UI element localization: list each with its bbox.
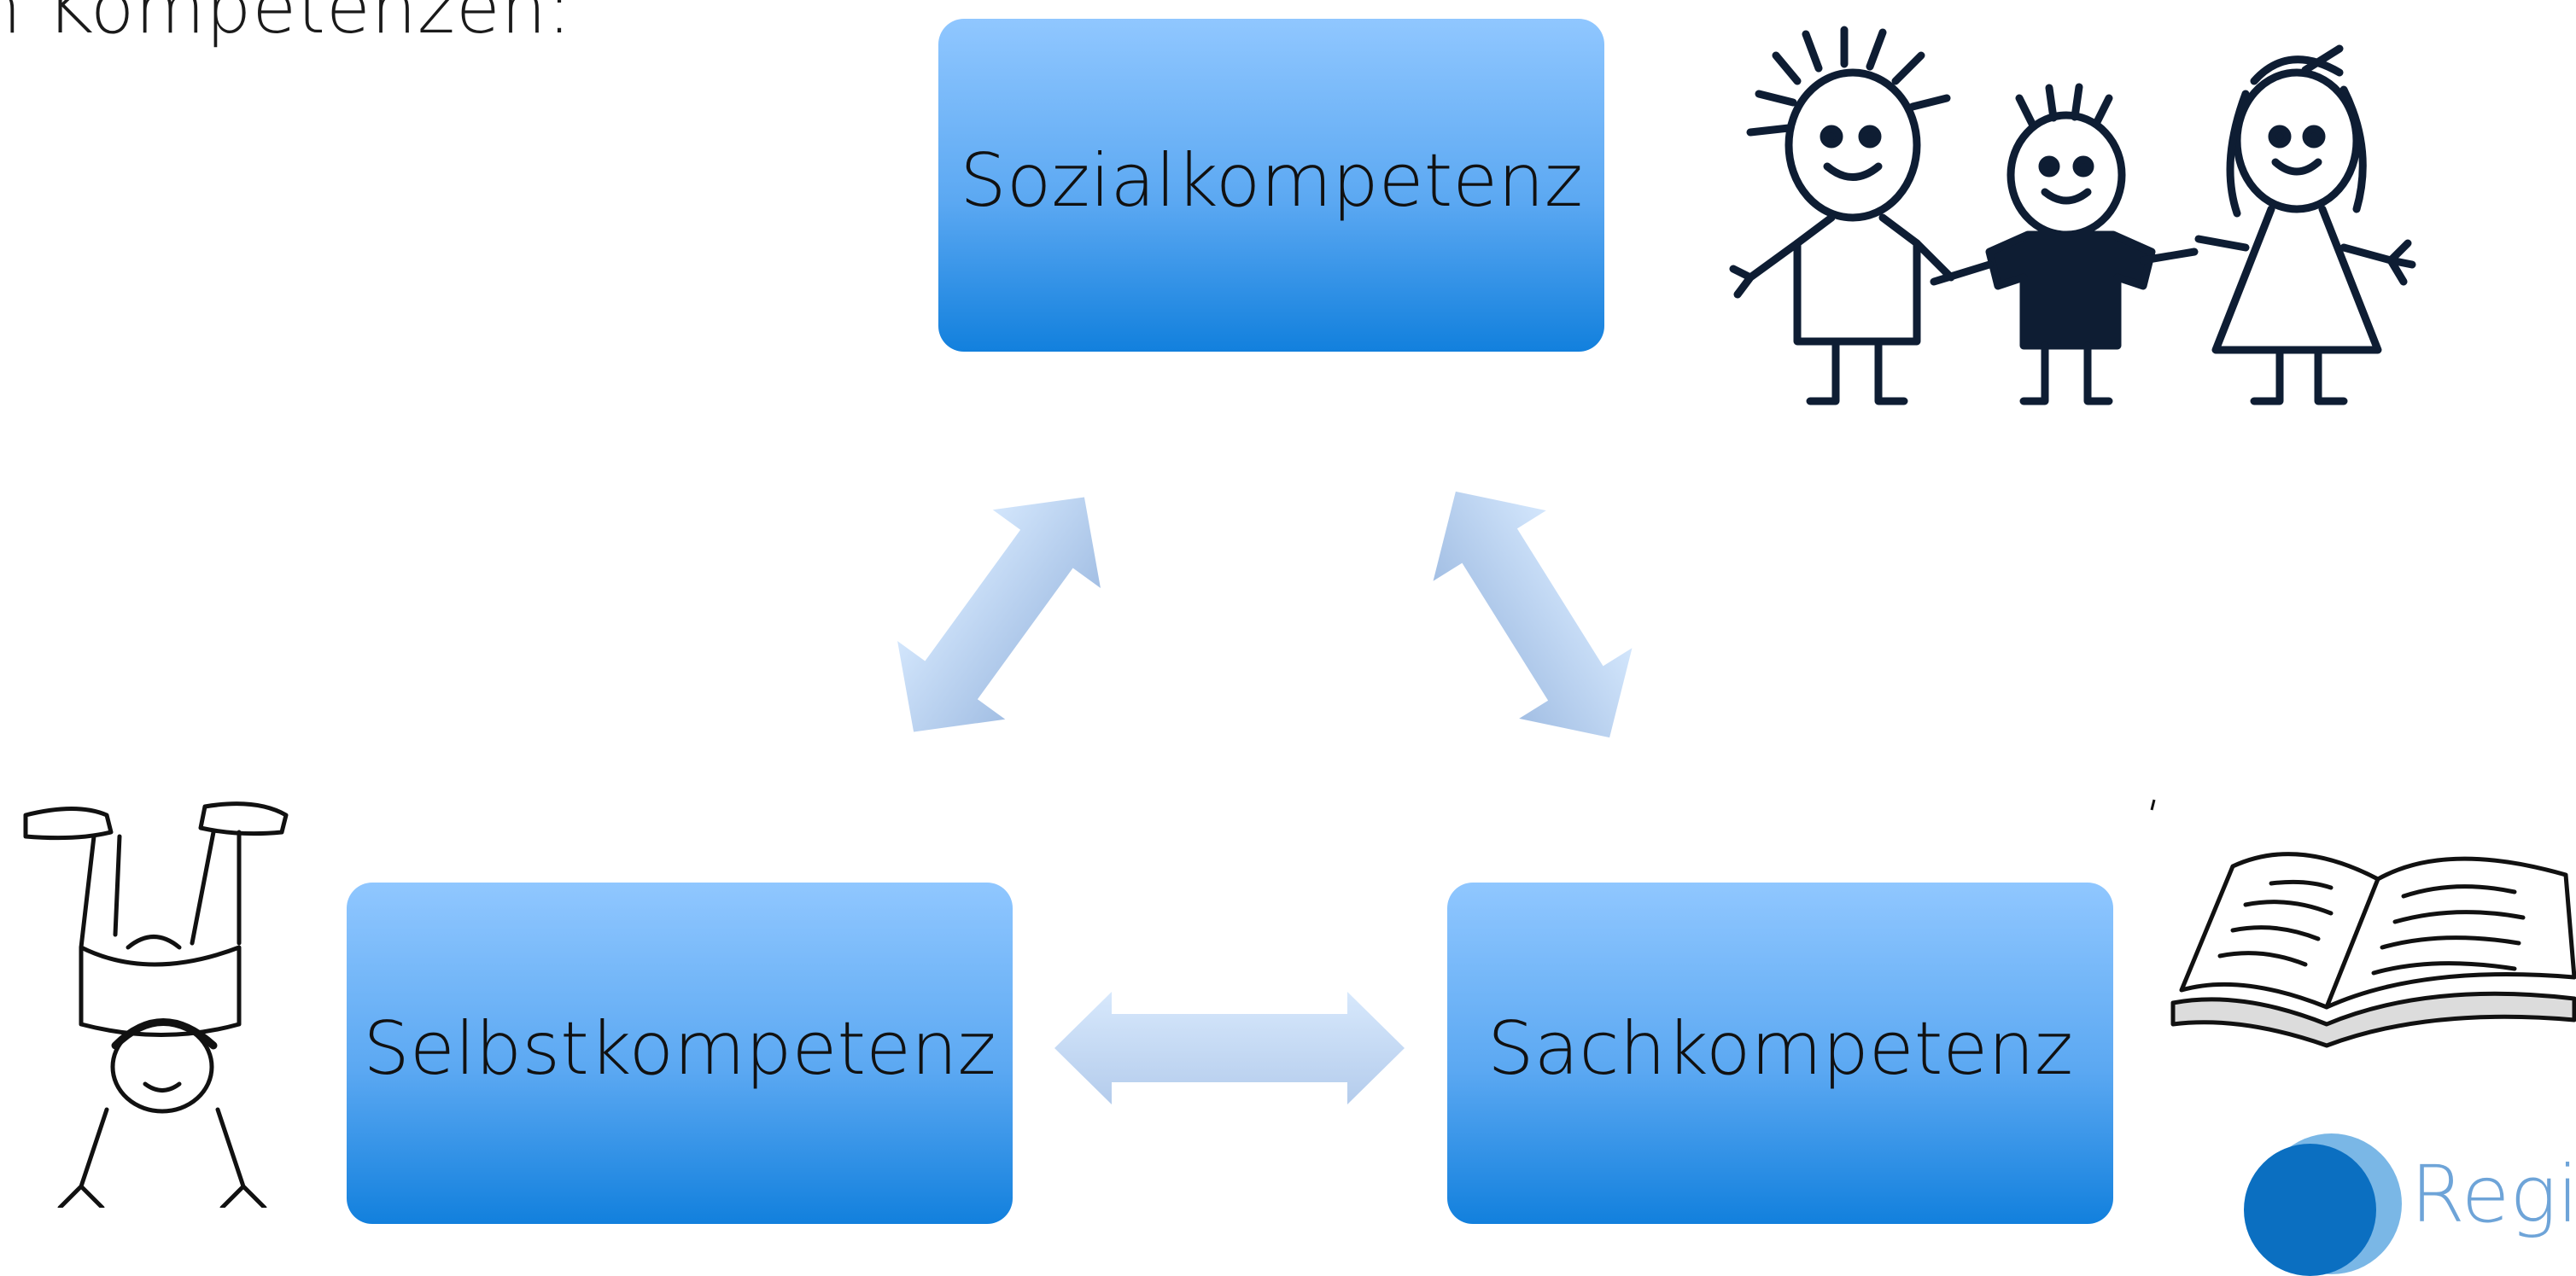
- arrow-selbst-sach: [1054, 992, 1405, 1104]
- box-sozialkompetenz: Sozialkompetenz: [938, 19, 1604, 352]
- child-middle: [1930, 83, 2199, 405]
- logo-circle-dark: [2244, 1144, 2376, 1276]
- page-title: n Kompetenzen:: [0, 0, 573, 50]
- logo: Regio: [2244, 1133, 2576, 1276]
- diagram-canvas: [23, 26, 2576, 1208]
- logo-text: Regio: [2410, 1149, 2576, 1240]
- open-book-icon: [2170, 852, 2576, 1048]
- box-selbstkompetenz: Selbstkompetenz: [347, 883, 1013, 1224]
- child-right: [2194, 44, 2416, 405]
- children-holding-hands-icon: [1729, 26, 2416, 405]
- arrow-sozial-selbst: [897, 497, 1101, 732]
- handstand-child-icon: [23, 801, 289, 1208]
- box-sachkompetenz: Sachkompetenz: [1447, 883, 2113, 1224]
- child-left: [1729, 26, 1955, 405]
- small-mark: [2150, 799, 2156, 811]
- arrow-sozial-sach: [1433, 491, 1633, 738]
